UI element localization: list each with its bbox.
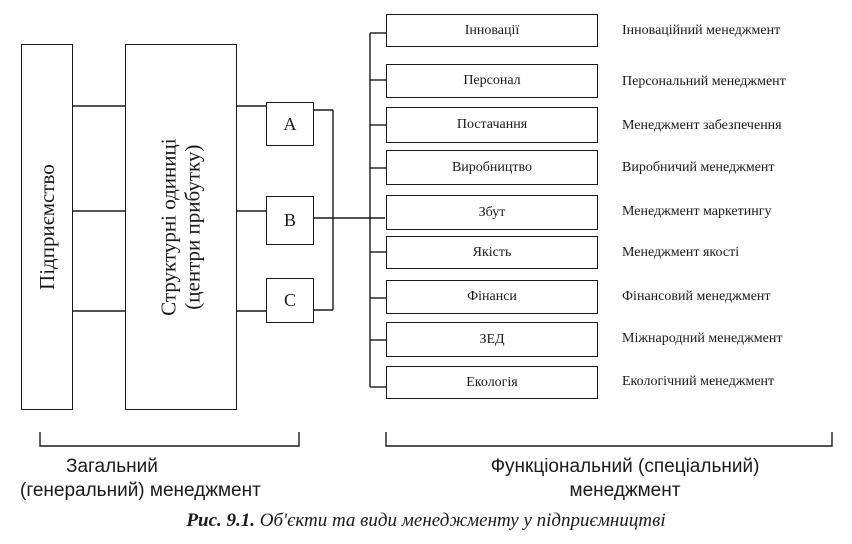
- figure-title: Об'єкти та види менеджменту у підприємни…: [259, 510, 666, 531]
- structural-units-label: Структурні одиниці (центри прибутку): [157, 138, 205, 315]
- function-box-sales: Збут: [386, 195, 598, 230]
- enterprise-label: Підприємство: [34, 164, 59, 290]
- function-box-finance: Фінанси: [386, 280, 598, 314]
- structural-units-box: Структурні одиниці (центри прибутку): [125, 44, 237, 410]
- unit-box-b: B: [266, 196, 314, 245]
- unit-letter-b: B: [283, 210, 296, 230]
- management-label-quality: Менеджмент якості: [622, 245, 740, 260]
- management-label-marketing: Менеджмент маркетингу: [622, 204, 772, 219]
- structural-units-line1: Структурні одиниці: [156, 138, 181, 316]
- unit-box-c: C: [266, 278, 314, 323]
- management-label-ecology: Екологічний менеджмент: [622, 374, 775, 389]
- function-box-production: Виробництво: [386, 150, 598, 185]
- management-label-finance: Фінансовий менеджмент: [622, 289, 771, 304]
- function-box-quality: Якість: [386, 236, 598, 269]
- enterprise-box: Підприємство: [21, 44, 73, 410]
- functional-management-label: Функціональний (спеціальний) менеджмент: [490, 456, 760, 501]
- figure-caption: Рис. 9.1. Об'єкти та види менеджменту у …: [0, 510, 852, 532]
- management-label-international: Міжнародний менеджмент: [622, 331, 783, 346]
- unit-box-a: A: [266, 102, 314, 146]
- function-box-foreign-trade: ЗЕД: [386, 322, 598, 357]
- unit-letter-c: C: [283, 290, 296, 310]
- unit-letter-a: A: [283, 113, 297, 134]
- function-box-innovation: Інновації: [386, 14, 598, 47]
- function-box-supply: Постачання: [386, 107, 598, 143]
- function-box-ecology: Екологія: [386, 366, 598, 399]
- structural-units-line2: (центри прибутку): [181, 144, 205, 310]
- figure-number: Рис. 9.1.: [186, 510, 255, 531]
- general-management-label: Загальний (генеральний) менеджмент: [20, 456, 261, 501]
- management-label-supply: Менеджмент забезпечення: [622, 118, 782, 133]
- management-label-personnel: Персональний менеджмент: [622, 74, 786, 89]
- function-box-personnel: Персонал: [386, 64, 598, 98]
- management-label-production: Виробничий менеджмент: [622, 160, 775, 175]
- management-label-innovation: Інноваційний менеджмент: [622, 23, 781, 38]
